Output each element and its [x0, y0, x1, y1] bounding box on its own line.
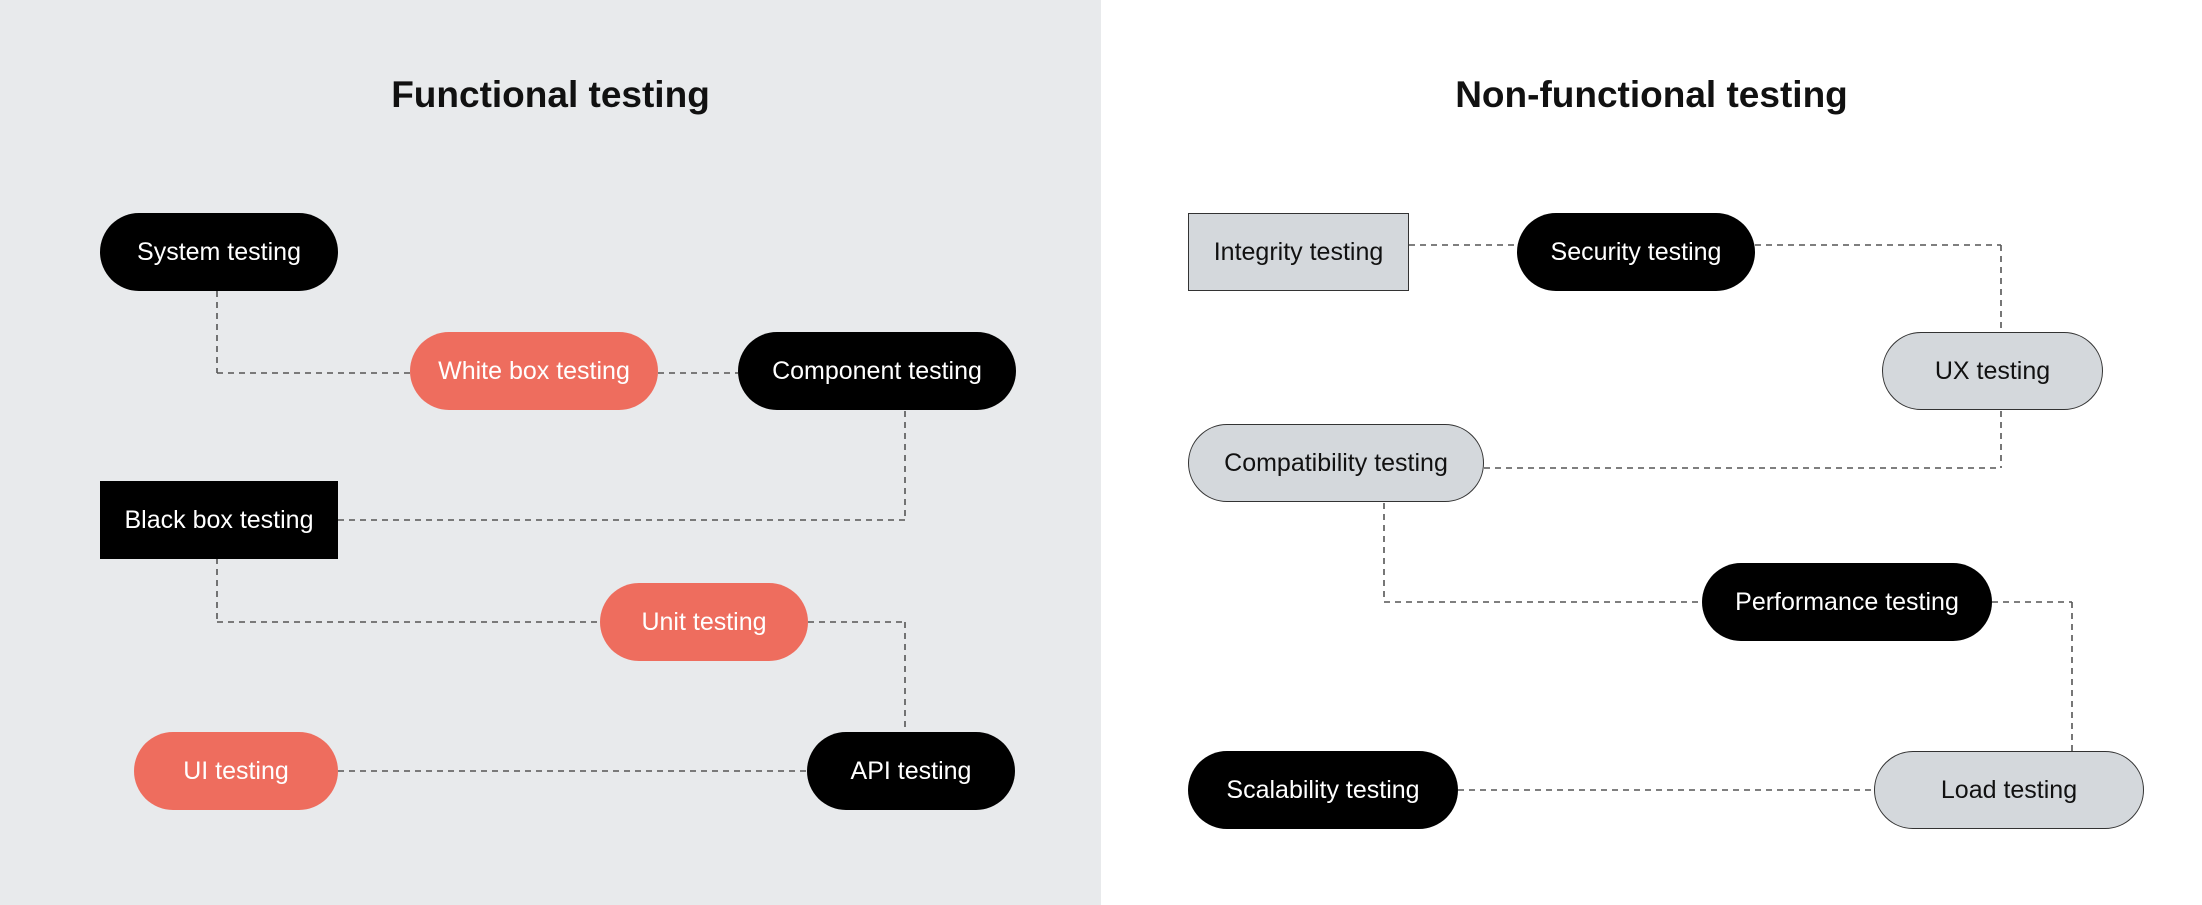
node-white-box-testing: White box testing — [410, 332, 658, 410]
node-security-testing: Security testing — [1517, 213, 1755, 291]
non-functional-title: Non-functional testing — [1455, 74, 1848, 115]
node-ui-testing: UI testing — [134, 732, 338, 810]
node-integrity-testing: Integrity testing — [1188, 213, 1409, 291]
node-scalability-testing: Scalability testing — [1188, 751, 1458, 829]
node-ux-testing: UX testing — [1882, 332, 2103, 410]
node-black-box-testing: Black box testing — [100, 481, 338, 559]
node-compatibility-testing: Compatibility testing — [1188, 424, 1484, 502]
node-system-testing: System testing — [100, 213, 338, 291]
node-api-testing: API testing — [807, 732, 1015, 810]
node-performance-testing: Performance testing — [1702, 563, 1992, 641]
functional-title: Functional testing — [391, 74, 710, 115]
node-component-testing: Component testing — [738, 332, 1016, 410]
node-load-testing: Load testing — [1874, 751, 2144, 829]
node-unit-testing: Unit testing — [600, 583, 808, 661]
